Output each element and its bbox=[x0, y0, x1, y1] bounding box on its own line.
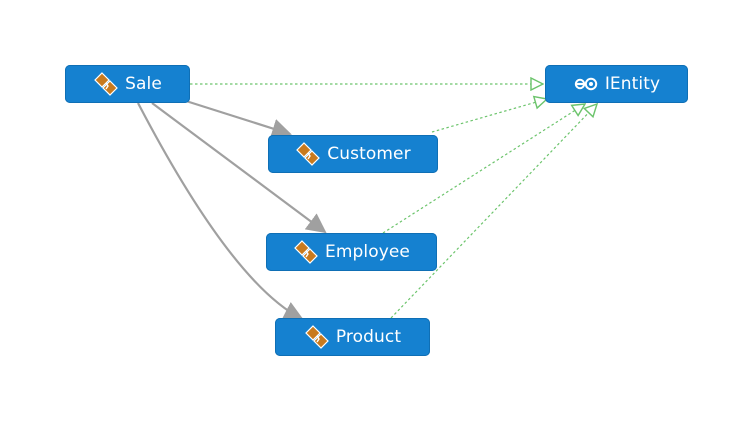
node-employee[interactable]: Employee bbox=[266, 233, 437, 271]
node-label: Customer bbox=[327, 144, 411, 164]
node-customer[interactable]: Customer bbox=[268, 135, 438, 173]
edge-customer-implements-ientity bbox=[431, 99, 547, 133]
edge-sale-to-customer bbox=[185, 99, 292, 139]
node-label: Sale bbox=[125, 74, 162, 94]
interface-icon bbox=[573, 71, 599, 97]
class-icon bbox=[93, 71, 119, 97]
node-ientity[interactable]: IEntity bbox=[545, 65, 688, 103]
node-sale[interactable]: Sale bbox=[65, 65, 190, 103]
edge-sale-to-product bbox=[137, 102, 304, 320]
node-label: Product bbox=[335, 327, 402, 347]
node-label: IEntity bbox=[604, 74, 661, 94]
edge-sale-to-employee bbox=[151, 102, 327, 234]
node-label: Employee bbox=[325, 242, 410, 262]
node-product[interactable]: Product bbox=[275, 318, 430, 356]
class-icon bbox=[295, 141, 321, 167]
class-icon bbox=[304, 324, 330, 350]
class-icon bbox=[293, 239, 319, 265]
